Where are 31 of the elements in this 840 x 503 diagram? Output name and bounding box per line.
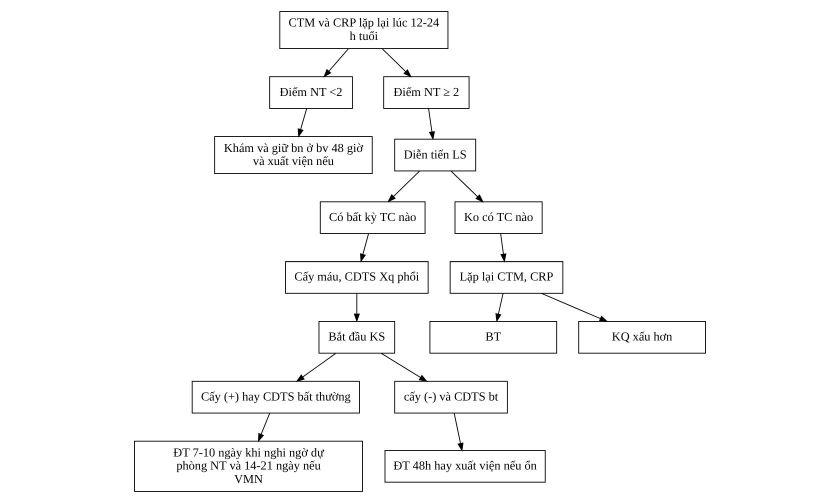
arrow: [387, 170, 420, 202]
arrow: [258, 412, 270, 442]
node-box: Cấy (+) hay CDTS bất thường: [192, 380, 360, 414]
node-box: Bắt đầu KS: [318, 321, 396, 354]
arrow: [382, 48, 412, 78]
arrow: [541, 293, 608, 322]
node-box: BT: [429, 321, 558, 354]
node-box: Ko có TC nào: [454, 201, 543, 234]
node-box: Có bất kỳ TC nào: [320, 201, 426, 234]
arrow: [296, 353, 336, 382]
arrow: [495, 293, 504, 322]
arrow: [500, 233, 506, 263]
node-box: Điểm NT <2: [269, 76, 353, 109]
arrow: [450, 170, 484, 203]
node-box: Điểm NT ≥ 2: [383, 76, 470, 109]
arrow: [354, 293, 360, 322]
arrow: [454, 412, 464, 452]
node-box: Diễn tiến LS: [394, 138, 476, 172]
arrow: [323, 48, 349, 78]
arrow: [298, 108, 308, 138]
node-box: ĐT 7-10 ngày khi nghi ngờ dự phòng NT và 14-21 ngày nếu VMN: [134, 440, 363, 492]
node-box: KQ xấu hơn: [578, 321, 706, 354]
arrow: [360, 233, 369, 263]
node-box: cấy (-) và CDTS bt: [394, 380, 508, 414]
node-box: ĐT 48h hay xuất viện nếu ổn: [384, 450, 546, 483]
node-box: CTM và CRP lặp lại lúc 12-24 h tuổi: [279, 11, 448, 49]
node-box: Cấy máu, CDTS Xq phổi: [285, 261, 429, 294]
arrow: [380, 352, 428, 382]
arrow: [428, 108, 435, 140]
node-box: Khám và giữ bn ở bv 48 giờ và xuất viện nếu: [214, 136, 373, 174]
node-box: Lặp lại CTM, CRP: [450, 261, 564, 294]
